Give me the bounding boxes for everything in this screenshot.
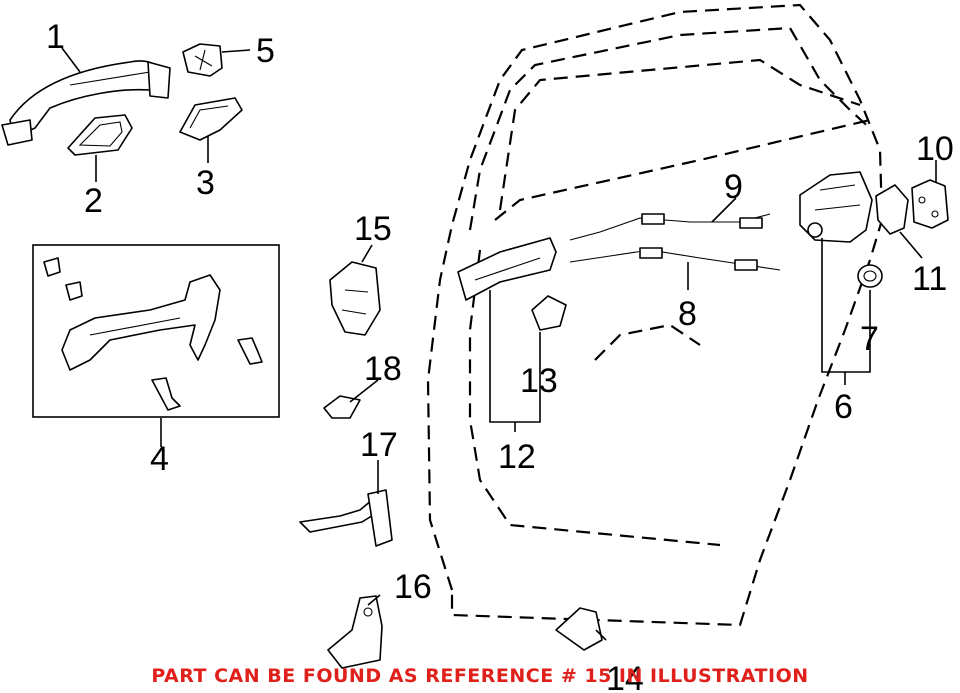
door-striker [911,179,949,229]
callout-5: 5 [256,32,275,70]
callout-16: 16 [394,568,432,606]
reference-note: PART CAN BE FOUND AS REFERENCE # 15 IN I… [151,665,808,687]
outside-door-handle [1,60,171,146]
handle-cover [179,97,243,141]
callout-3: 3 [196,164,215,202]
door-hinge [327,595,383,669]
callout-4: 4 [150,440,169,478]
lock-cables [569,213,781,271]
callout-18: 18 [364,350,402,388]
callout-10: 10 [916,130,954,168]
inside-door-handle [457,237,557,301]
callout-1: 1 [46,18,65,56]
key-cylinder-cap [182,43,223,77]
callout-17: 17 [360,426,398,464]
door-outline [426,3,884,627]
door-lock-assembly [799,171,873,243]
callout-6: 6 [834,388,853,426]
callout-14: 14 [606,660,644,693]
callout-7: 7 [860,320,879,358]
inside-handle-bezel [531,295,567,331]
door-latch [329,261,381,336]
callout-13: 13 [520,362,558,400]
callout-2: 2 [84,182,103,220]
leader-lines [61,47,937,641]
callout-15: 15 [354,210,392,248]
callout-9: 9 [724,168,743,206]
callout-11: 11 [912,260,947,298]
handle-pad [67,114,133,156]
callout-12: 12 [498,438,536,476]
callout-labels: 1 2 3 4 5 6 7 8 9 10 11 12 13 14 15 16 1… [46,18,954,693]
striker-shim [875,184,909,235]
lock-grommet [857,264,883,288]
door-check [299,489,393,547]
check-cover [555,607,603,651]
callout-8: 8 [678,295,697,333]
handle-frame-box [32,244,280,418]
